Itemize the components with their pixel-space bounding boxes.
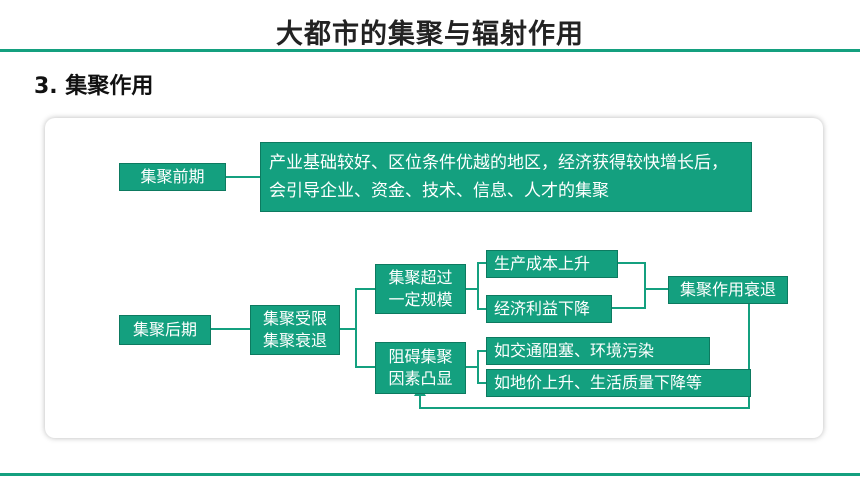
- early-stage-box: 集聚前期: [119, 163, 226, 191]
- over-scale-box: 集聚超过 一定规模: [375, 264, 466, 314]
- obstacles-box: 阻碍集聚 因素凸显: [375, 342, 466, 394]
- section-heading: 3. 集聚作用: [34, 74, 154, 99]
- early-description-box: 产业基础较好、区位条件优越的地区，经济获得较快增长后，会引导企业、资金、技术、信…: [260, 142, 752, 212]
- limited-box: 集聚受限 集聚衰退: [250, 305, 340, 355]
- traffic-box: 如交通阻塞、环境污染: [486, 337, 710, 365]
- page-title: 大都市的集聚与辐射作用: [276, 19, 584, 50]
- prices-box: 如地价上升、生活质量下降等: [486, 369, 751, 397]
- footer-divider: [0, 473, 860, 476]
- late-stage-box: 集聚后期: [119, 315, 211, 345]
- decline-box: 集聚作用衰退: [668, 276, 788, 304]
- cost-rise-box: 生产成本上升: [486, 250, 618, 278]
- header-divider: [0, 49, 860, 52]
- benefit-fall-box: 经济利益下降: [486, 295, 612, 323]
